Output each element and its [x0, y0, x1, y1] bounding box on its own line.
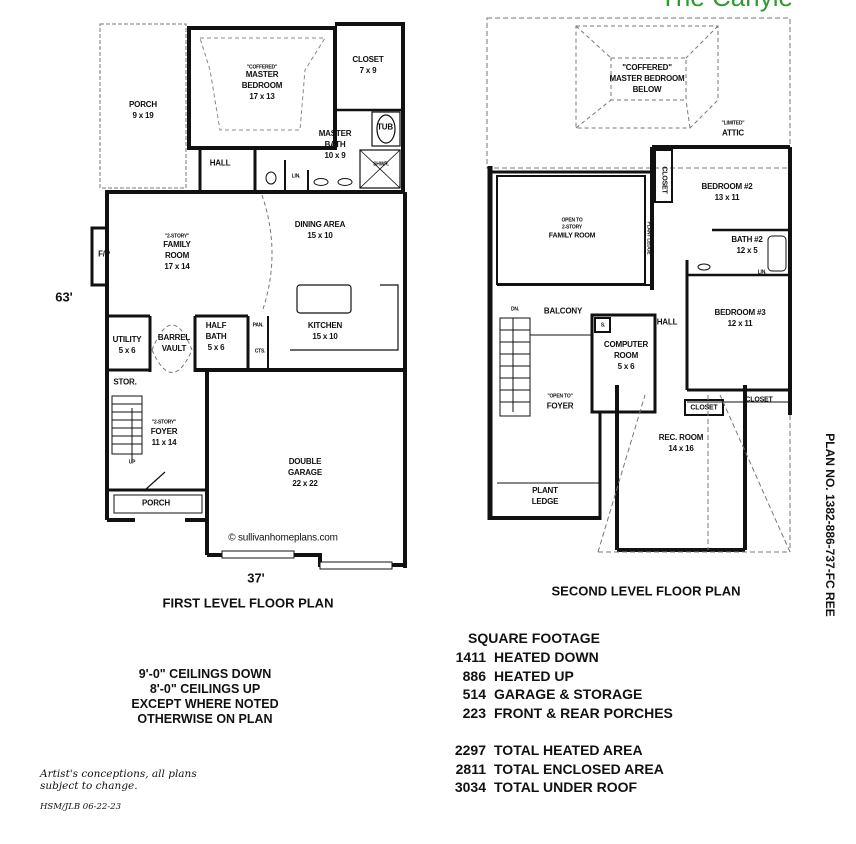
room-plant-ledge: PLANT LEDGE [531, 486, 559, 506]
sqft-label: HEATED DOWN [494, 649, 599, 665]
room-bedroom-3: BEDROOM #3 12 x 11 [714, 308, 766, 328]
room-hall-up: HALL [656, 317, 678, 327]
room-barrel-vault: BARREL VAULT [157, 333, 191, 353]
room-master-bedroom-below: "COFFERED" MASTER BEDROOM BELOW [609, 62, 685, 94]
room-note-coffered: "COFFERED" [246, 64, 278, 71]
room-bath-2: BATH #2 12 x 5 [731, 235, 763, 255]
sqft-value: 1411 [455, 649, 486, 665]
sqft-row: 514 GARAGE & STORAGE [450, 686, 673, 705]
room-closet-bedroom-3: CLOSET [745, 396, 773, 404]
room-dining-area: DINING AREA 15 x 10 [294, 220, 346, 240]
room-front-porch: PORCH [142, 498, 170, 508]
room-storage: STOR. [113, 377, 137, 387]
room-pantry: PAN. [252, 322, 264, 329]
sqft-label: FRONT & REAR PORCHES [494, 704, 673, 721]
room-closet: CLOSET 7 x 9 [352, 55, 384, 75]
room-double-garage: DOUBLE GARAGE 22 x 22 [288, 456, 322, 488]
sqft-total-row: 2811 TOTAL ENCLOSED AREA [450, 761, 673, 780]
sqft-row: 886 HEATED UP [450, 668, 673, 687]
sqft-label: TOTAL HEATED AREA [494, 742, 643, 758]
room-note-foyer: "2-STORY" [151, 419, 177, 426]
sqft-label: HEATED UP [494, 667, 574, 684]
width-dimension: 37' [247, 570, 265, 586]
room-family-room-open: FAMILY ROOM [548, 232, 596, 240]
room-foyer: FOYER 11 x 14 [150, 427, 178, 447]
stairs-up-label: UP [128, 459, 136, 466]
second-level-caption: SECOND LEVEL FLOOR PLAN [551, 583, 741, 599]
square-footage-header: SQUARE FOOTAGE [468, 630, 600, 646]
sqft-value: 886 [462, 667, 486, 684]
sqft-value: 2297 [454, 742, 486, 758]
room-linen: LIN. [291, 173, 301, 180]
sqft-total-row: 3034 TOTAL UNDER ROOF [450, 779, 673, 798]
room-bedroom-2: BEDROOM #2 13 x 11 [701, 182, 753, 202]
fireplace: F/P [98, 249, 110, 259]
room-coats: CTS. [254, 348, 266, 355]
room-foyer-open: FOYER [546, 401, 574, 411]
sqft-label: GARAGE & STORAGE [494, 686, 643, 702]
plant-ledge-vertical: PLANT LEDGE [645, 221, 652, 255]
room-linen-up: LIN. [757, 269, 767, 276]
fixture-tub: TUB [377, 122, 393, 132]
plan-title: The Carlyle [660, 0, 793, 13]
depth-dimension: 63' [55, 289, 73, 305]
room-rec-room: REC. ROOM 14 x 16 [658, 433, 704, 453]
plan-number: PLAN NO. 1382-886-737-FC REE [823, 433, 837, 617]
room-note-limited: "LIMITED" [721, 120, 745, 127]
room-shower: SHWR. [373, 161, 389, 168]
room-computer-room: COMPUTER ROOM 5 x 6 [603, 339, 649, 371]
sqft-total-row: 2297 TOTAL HEATED AREA [450, 742, 673, 761]
drafter-date: HSM/JLB 06-22-23 [40, 802, 121, 812]
sqft-value: 223 [462, 704, 486, 721]
copyright-text: © sullivanhomeplans.com [228, 532, 338, 544]
room-kitchen: KITCHEN 15 x 10 [307, 321, 343, 341]
room-note-open-to-foyer: "OPEN TO" [547, 393, 573, 400]
room-rear-porch: PORCH 9 x 19 [129, 100, 157, 120]
sqft-label: TOTAL UNDER ROOF [494, 779, 638, 795]
room-master-bedroom: MASTER BEDROOM 17 x 13 [241, 69, 283, 101]
room-attic: ATTIC [722, 128, 744, 138]
first-floor-walls [90, 22, 407, 570]
first-level-caption: FIRST LEVEL FLOOR PLAN [162, 595, 334, 611]
sqft-value: 2811 [455, 760, 486, 777]
room-note-open-to: OPEN TO 2-STORY [561, 217, 583, 230]
room-balcony: BALCONY [543, 306, 583, 316]
room-hall: HALL [209, 158, 231, 168]
sqft-value: 3034 [454, 779, 486, 795]
sqft-value: 514 [462, 686, 486, 702]
room-utility: UTILITY 5 x 6 [112, 335, 142, 355]
room-family-room: FAMILY ROOM 17 x 14 [163, 239, 191, 271]
room-closet-rec: CLOSET [690, 404, 718, 412]
disclaimer-text: Artist's conceptions, all plans subject … [40, 768, 197, 792]
room-half-bath: HALF BATH 5 x 6 [205, 320, 227, 352]
sqft-row: 223 FRONT & REAR PORCHES [450, 705, 673, 724]
room-storage-up: S. [600, 322, 606, 329]
room-note-2-story: "2-STORY" [164, 233, 190, 240]
ceiling-notes: 9'-0" CEILINGS DOWN 8'-0" CEILINGS UP EX… [131, 667, 279, 726]
room-master-bath: MASTER BATH 10 x 9 [318, 128, 352, 160]
second-floor-walls [486, 17, 792, 553]
room-closet-bedroom-2: CLOSET [660, 166, 668, 194]
sqft-label: TOTAL ENCLOSED AREA [494, 760, 664, 777]
square-footage-table: SQUARE FOOTAGE 1411 HEATED DOWN 886 HEATED… [450, 630, 673, 798]
stairs-down-label: DN. [510, 306, 520, 313]
sqft-row: 1411 HEATED DOWN [450, 649, 673, 668]
